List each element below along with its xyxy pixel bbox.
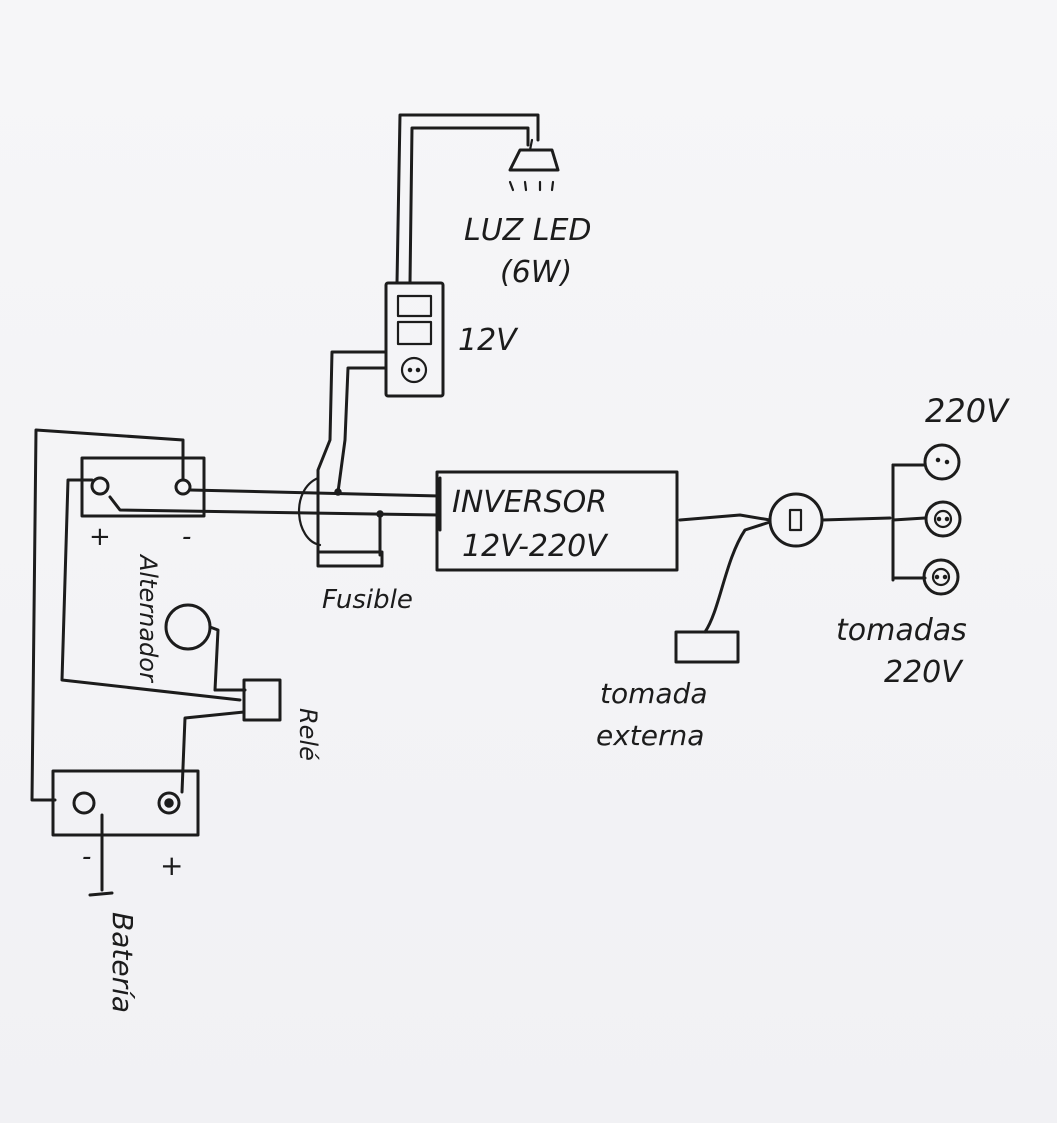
led-light-label: LUZ LED — [464, 213, 592, 248]
outlets-label-line2: 220V — [884, 655, 964, 690]
lamp-wires — [395, 113, 540, 285]
external-outlet-label-line1: tomada — [600, 677, 707, 710]
battery-label: Batería — [106, 912, 139, 1013]
aux-battery — [80, 456, 206, 518]
ac-wires — [678, 492, 892, 634]
main-battery-minus-label: - — [82, 842, 91, 872]
outlet-voltage-top-label: 220V — [925, 392, 1010, 430]
outlet-220v-2 — [924, 500, 962, 538]
aux-battery-plus-label: + — [89, 522, 111, 552]
alternator-label: Alternador — [134, 553, 162, 684]
inverter-box — [435, 470, 679, 572]
switch-panel-12v — [384, 281, 445, 398]
outlets-label-line1: tomadas — [836, 613, 967, 648]
external-outlet-icon — [674, 630, 740, 664]
switch-feed-wires — [316, 350, 388, 557]
switch-voltage-label: 12V — [458, 323, 519, 358]
inverter-label-line2: 12V-220V — [462, 529, 609, 564]
relay-label: Relé — [294, 708, 322, 761]
outlet-220v-1 — [923, 443, 961, 481]
fuse-icon — [316, 550, 384, 568]
relay-icon — [180, 678, 282, 794]
left-loop-wires — [30, 428, 242, 802]
outlet-220v-3 — [922, 558, 960, 596]
led-lamp-icon — [508, 138, 560, 192]
ground-wire — [88, 813, 114, 897]
fuse-label: Fusible — [322, 585, 413, 615]
outlet-bus — [891, 463, 927, 582]
main-battery — [51, 769, 200, 837]
external-outlet-label-line2: externa — [596, 719, 704, 752]
alternator-icon — [164, 603, 247, 692]
main-dc-wires — [108, 476, 442, 557]
inverter-label-line1: INVERSOR — [452, 485, 607, 520]
main-battery-plus-label: + — [160, 849, 183, 882]
led-power-label: (6W) — [500, 255, 572, 290]
aux-battery-minus-label: - — [182, 522, 191, 552]
